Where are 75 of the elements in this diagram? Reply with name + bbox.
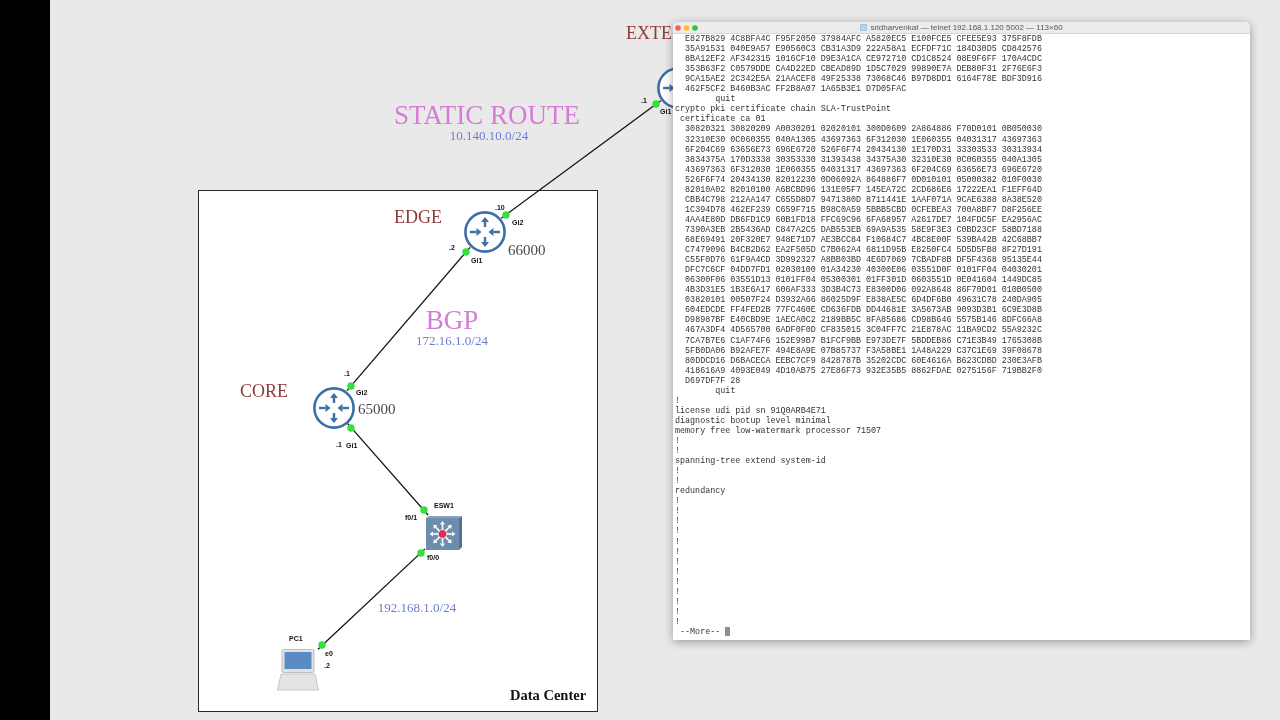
- terminal-text-line: D697DF7F 28: [685, 375, 741, 386]
- subnet-label: 192.168.1.0/24: [377, 600, 457, 616]
- terminal-text-line: !: [675, 446, 681, 457]
- terminal-text-line: 4B3D31E5 1B3E6A17 606AF333 3D3B4C73 E8300D06 092A8648 86F70D01 010B0500: [685, 285, 1042, 296]
- terminal-text-line: quit: [715, 385, 736, 396]
- network-link: [346, 246, 471, 392]
- network-zone: [198, 190, 598, 712]
- zone-title: Data Center: [510, 686, 587, 704]
- as-number: 66000: [508, 241, 546, 259]
- router-name: EDGE: [394, 206, 442, 228]
- terminal-text-line: E827B829 4C8BFA4C F95F2050 37984AFC A5820EC5 E100FCE5 CFEE5E93 375F8FDB: [685, 34, 1042, 44]
- network-link: [317, 548, 426, 650]
- terminal-text-line: !: [675, 606, 681, 617]
- terminal-text-line: DFC7C6CF 04DD7FD1 02030100 01A34230 40300E06 03551D0F 0101FF04 04030201: [685, 265, 1042, 276]
- terminal-text-line: quit: [715, 94, 736, 105]
- terminal-text-line: !: [675, 596, 681, 607]
- terminal-text-line: !: [675, 466, 681, 477]
- terminal-text-line: 03820101 00507F24 D3932A66 86025D9F E838AE5C 6D4DF6B0 49631C78 240DA905: [685, 295, 1042, 306]
- terminal-text-line: 3834375A 170D3338 30353330 31393438 34375A30 32310E30 0C060355 040A1305: [685, 154, 1042, 165]
- terminal-text-line: license udi pid sn 91Q0ARB4E71: [675, 405, 826, 416]
- terminal-text-line: 5FB0DA06 B92AFE7F 494E8A9E 07B85737 F3A58BE1 1A48A229 C37C1E69 39F08678: [685, 345, 1042, 356]
- terminal-text-line: 8BA12EF2 AF342315 1016CF10 D9E3A1CA CE972710 CD1C8524 08E9F6FF 170A4CDC: [685, 54, 1042, 65]
- terminal-text-line: 80DDCD16 D6BACECA EEBC7CF9 8428787B 35202CDC 60E4616A B623CDBD 230E3AFB: [685, 355, 1042, 366]
- terminal-text-line: !: [675, 516, 681, 527]
- terminal-text-line: 526F6F74 20434130 82012230 0D06092A 864886F7 0D010101 05000382 010F0030: [685, 174, 1042, 185]
- window-title: sridharvenkat — telnet 192.168.1.120 5002 — 113×60: [870, 23, 1063, 32]
- terminal-text-line: 43697363 6F312030 1E060355 04031317 43697363 6F204C69 63656E73 696E6720: [685, 164, 1042, 175]
- terminal-text-line: 6F204C69 63656E73 696E6720 526F6F74 20434130 1E170D31 33303533 30313934: [685, 144, 1042, 155]
- terminal-text-line: !: [675, 436, 681, 446]
- terminal-text-line: 06300F06 03551D13 0101FF04 05300301 01FF301D 0603551D 0E041604 1449DC85: [685, 275, 1042, 286]
- terminal-text-line: 7390A3EB 2B5436AD C847A2C5 DAB553EB 69A9A535 58E9F3E3 C0BD23CF 58BD7188: [685, 224, 1042, 235]
- terminal-text-line: diagnostic bootup level minimal: [675, 415, 831, 426]
- terminal-text-line: memory free low-watermark processor 71507: [675, 425, 882, 436]
- network-link: [500, 100, 662, 219]
- terminal-text-line: 9CA15AE2 2C342E5A 21AACEF8 49F25338 73068C46 B97D8DD1 6164F78E BDF3D916: [685, 74, 1042, 85]
- terminal-text-line: 68E69491 20F320E7 948E71D7 AE3BCC84 F10684C7 4BC8E00F 539BA42B 42C68BB7: [685, 235, 1042, 245]
- terminal-text-line: !: [675, 536, 681, 547]
- terminal-text-line: 32310E30 0C060355 040A1305 43697363 6F312030 1E060355 04031317 43697363: [685, 134, 1042, 145]
- terminal-text-line: !: [675, 576, 681, 587]
- terminal-text-line: --More--: [680, 626, 721, 637]
- terminal-text-line: certificate ca 01: [680, 114, 766, 125]
- terminal-text-line: 462F5CF2 B460B3AC FF2B8A07 1A65B3E1 D7D05FAC: [685, 84, 907, 95]
- router-name: EXTE: [626, 22, 672, 44]
- terminal-text-line: !: [675, 526, 681, 537]
- terminal-text-line: 7CA7B7E6 C1AF74F6 152E99B7 B1FCF9BB E973DE7F 5BDDEB86 C71E3B49 1765308B: [685, 335, 1042, 346]
- terminal-text-line: 82010A02 82010100 A6BCBD96 131E05F7 145EA72C 2CD686E6 17222EA1 F1EFF64D: [685, 184, 1042, 195]
- terminal-text-line: 4AA4E80D DB6FD1C9 60B1FD18 FFC69C96 6FA68957 A2617DE7 104FDC5F EA2956AC: [685, 214, 1042, 225]
- terminal-text-line: !: [675, 476, 681, 487]
- terminal-text-line: 30820321 30820209 A0030201 02020101 300D0609 2A864886 F70D0101 0B050030: [685, 124, 1042, 135]
- terminal-text-line: 418616A9 4093E049 4D10AB75 27E86F73 932E35B5 8862FDAE 0275156F 719BB2F0: [685, 365, 1042, 376]
- routing-label: STATIC ROUTE: [393, 99, 581, 131]
- terminal-text-line: spanning-tree extend system-id: [675, 456, 826, 467]
- terminal-text-line: 467A3DF4 4D565700 6ADF0F0D CF835015 3C04FF7C 21E878AC 11BA9CD2 55A9232C: [685, 325, 1042, 336]
- terminal-text-line: !: [675, 395, 681, 406]
- terminal-text-line: C7479096 B4CB2D62 EA2F505D C7B062A4 6811D95B E8250FC4 5D5D5FB8 8F27D191: [685, 245, 1042, 256]
- terminal-text-line: CBB4C798 212AA147 C655D8D7 9471380D 8711441E 1AAF071A 9CAE6388 8A38E520: [685, 194, 1042, 205]
- terminal-text-line: !: [675, 496, 681, 507]
- terminal-text-line: !: [675, 546, 681, 557]
- router-name: CORE: [240, 380, 288, 402]
- terminal-text-line: !: [675, 586, 681, 597]
- terminal-text-line: 604EDCDE FF4FED2B 77FC460E CD636FDB DD44681E 3A5673AB 9093D3B1 6C9E3D8B: [685, 305, 1042, 316]
- as-number: 65000: [358, 400, 396, 418]
- terminal-text-line: !: [675, 506, 681, 517]
- terminal-text-line: !: [675, 566, 681, 577]
- terminal-text-line: crypto pki certificate chain SLA-TrustPoint: [675, 104, 892, 115]
- terminal-text-line: !: [675, 556, 681, 567]
- terminal-text-line: 353B63F2 C0579DDE CA4D22ED CBEAD89D 1D5C7029 99890E7A DEB80F31 2F76E6F3: [685, 64, 1042, 75]
- terminal-text-line: 35A91531 040E9A57 E90560C3 CB31A3D9 222A58A1 ECFDF71C 184D30D5 CD842576: [685, 44, 1042, 55]
- subnet-label: 10.140.10.0/24: [449, 128, 529, 144]
- terminal-text-line: 1C394D78 462EF239 C659F715 B98C0A59 5BBB5CBD 0CFEBEA3 700A8BF7 D8F256EE: [685, 204, 1042, 215]
- terminal-text-line: !: [675, 616, 681, 627]
- terminal-text-line: redundancy: [675, 486, 726, 497]
- terminal-text-line: C55F0D76 61F9A4CD 3D992327 A8BB03BD 4E6D7069 7CBADF8B DF5F4368 95135E44: [685, 255, 1042, 266]
- network-link: [346, 422, 429, 516]
- terminal-text-line: D98987BF E40CBD9E 1AECA0C2 2189BB5C 8FA85686 CD98B646 5575B146 8DFC66A8: [685, 315, 1042, 326]
